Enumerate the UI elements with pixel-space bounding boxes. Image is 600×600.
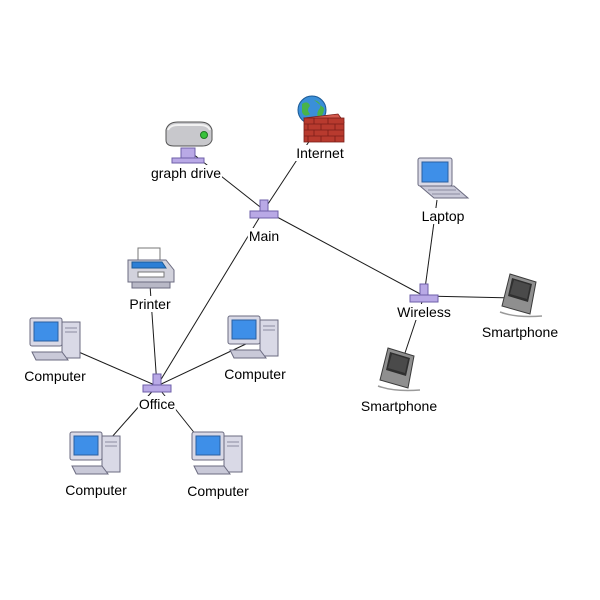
graph-drive-label: graph drive: [149, 165, 223, 181]
printer-label: Printer: [128, 296, 172, 312]
pda-smartphone-icon: [496, 272, 546, 320]
office-hub-icon: [141, 372, 173, 396]
desktop-computer-icon: [28, 316, 84, 364]
main-label: Main: [247, 228, 281, 244]
pda-smartphone-icon: [374, 346, 424, 394]
computer-bottom-left-label: Computer: [64, 482, 128, 498]
computer-left-label: Computer: [23, 368, 87, 384]
main-hub-icon: [248, 198, 280, 222]
computer-bottom-right-label: Computer: [186, 483, 250, 499]
link-main-wireless: [263, 209, 425, 297]
smartphone-right-label: Smartphone: [480, 324, 560, 340]
printer-icon: [122, 246, 178, 290]
desktop-computer-icon: [68, 430, 124, 478]
desktop-computer-icon: [190, 430, 246, 478]
smartphone-bottom-label: Smartphone: [359, 398, 439, 414]
office-label: Office: [137, 396, 177, 412]
internet-label: Internet: [295, 145, 345, 161]
computer-right-label: Computer: [223, 366, 287, 382]
firewall-globe-icon: [290, 94, 348, 146]
hard-drive-icon: [160, 118, 216, 166]
laptop-icon: [414, 156, 470, 202]
desktop-computer-icon: [226, 314, 282, 362]
link-main-office: [156, 209, 265, 387]
wireless-label: Wireless: [396, 304, 452, 320]
link-wireless-smartphone-right: [423, 295, 513, 299]
wireless-hub-icon: [408, 282, 440, 306]
laptop-label: Laptop: [420, 208, 466, 224]
